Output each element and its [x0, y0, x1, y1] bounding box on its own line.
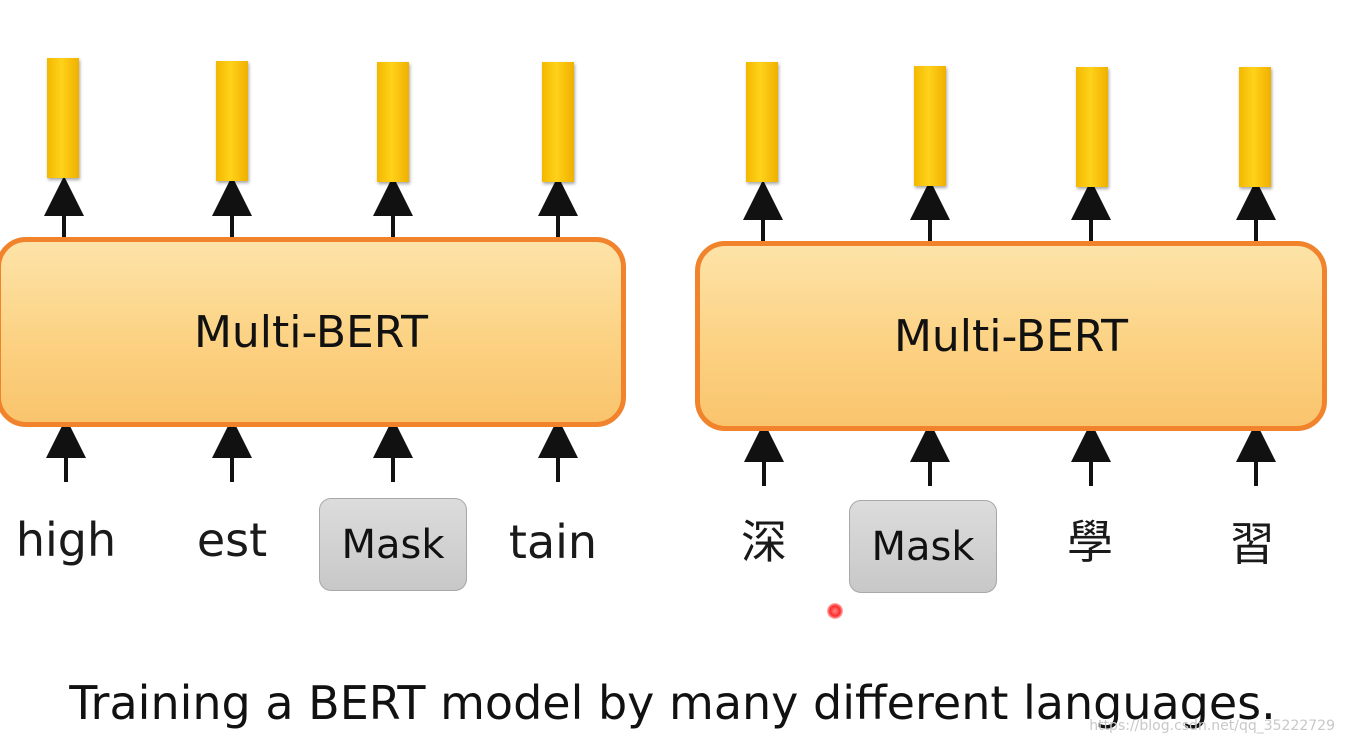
output-vector — [1239, 67, 1271, 187]
input-token: 習 — [1229, 517, 1275, 571]
output-vector — [914, 66, 946, 186]
input-token: 深 — [741, 515, 787, 569]
input-token: est — [196, 513, 268, 567]
output-vector — [746, 62, 778, 182]
output-vector — [377, 62, 409, 182]
multi-bert-box-left: Multi-BERT — [0, 237, 626, 427]
multi-bert-box-right: Multi-BERT — [695, 241, 1327, 431]
caption: Training a BERT model by many different … — [69, 676, 1276, 730]
output-vector — [47, 58, 79, 178]
input-token: tain — [508, 515, 598, 569]
output-vector — [216, 61, 248, 181]
model-label: Multi-BERT — [193, 306, 429, 358]
mask-token: Mask — [849, 500, 997, 593]
laser-pointer-dot — [827, 603, 843, 619]
mask-label: Mask — [341, 521, 445, 568]
mask-token: Mask — [319, 498, 467, 591]
mask-label: Mask — [871, 523, 975, 570]
watermark: https://blog.csdn.net/qq_35222729 — [1089, 718, 1335, 734]
input-token: 學 — [1067, 515, 1113, 569]
output-vector — [542, 62, 574, 182]
output-vector — [1076, 67, 1108, 187]
input-token: high — [15, 513, 117, 567]
model-label: Multi-BERT — [893, 310, 1129, 362]
